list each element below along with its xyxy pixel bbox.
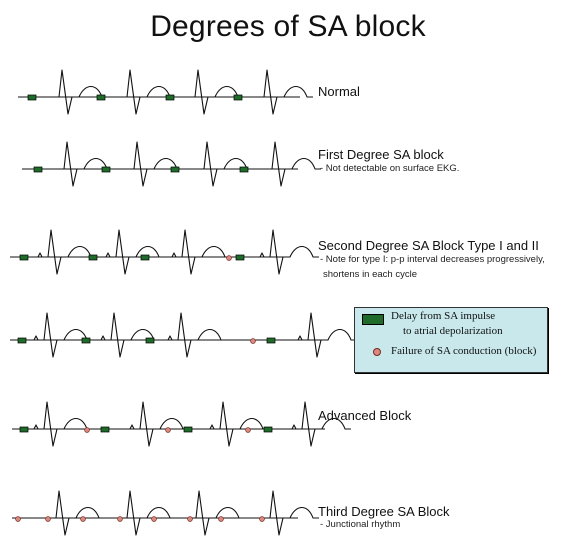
- delay-marker: [170, 166, 180, 173]
- label-advanced-block: Advanced Block: [318, 408, 412, 423]
- delay-marker: [27, 94, 37, 101]
- block-marker: [259, 516, 265, 522]
- delay-marker: [235, 254, 245, 261]
- block-marker: [226, 255, 232, 261]
- delay-marker: [100, 426, 110, 433]
- note-second-degree-2: shortens in each cycle: [323, 269, 417, 280]
- block-marker: [84, 427, 90, 433]
- delay-marker: [81, 337, 91, 344]
- delay-marker: [88, 254, 98, 261]
- label-third-degree: Third Degree SA Block: [318, 504, 450, 519]
- second-degree-type-ii-trace: [10, 312, 357, 358]
- note-first-degree: - Not detectable on surface EKG.: [320, 163, 460, 174]
- note-third-degree: - Junctional rhythm: [320, 519, 401, 530]
- normal-trace: [18, 69, 313, 115]
- block-marker: [151, 516, 157, 522]
- delay-marker-swatch: [362, 314, 384, 325]
- legend-delay-line1: Delay from SA impulse: [391, 310, 496, 322]
- delay-marker: [165, 94, 175, 101]
- delay-marker: [263, 426, 273, 433]
- delay-marker: [17, 337, 27, 344]
- delay-marker: [19, 426, 29, 433]
- block-marker: [80, 516, 86, 522]
- delay-marker: [239, 166, 249, 173]
- third-degree-trace: [12, 490, 319, 536]
- block-marker: [245, 427, 251, 433]
- label-second-degree: Second Degree SA Block Type I and II: [318, 238, 539, 253]
- delay-marker: [19, 254, 29, 261]
- delay-marker: [101, 166, 111, 173]
- delay-marker: [145, 337, 155, 344]
- label-first-degree: First Degree SA block: [318, 147, 444, 162]
- delay-marker: [183, 426, 193, 433]
- block-marker: [187, 516, 193, 522]
- block-marker: [45, 516, 51, 522]
- legend-failure: Failure of SA conduction (block): [391, 345, 537, 357]
- block-marker: [117, 516, 123, 522]
- block-marker: [165, 427, 171, 433]
- block-marker: [250, 338, 256, 344]
- delay-marker: [33, 166, 43, 173]
- first-degree-trace: [22, 141, 321, 187]
- block-marker: [15, 516, 21, 522]
- label-normal: Normal: [318, 84, 360, 99]
- delay-marker: [140, 254, 150, 261]
- page-title: Degrees of SA block: [150, 10, 426, 43]
- delay-marker: [96, 94, 106, 101]
- legend-box: Delay from SA impulse to atrial depolari…: [354, 307, 548, 373]
- note-second-degree-1: - Note for type I: p-p interval decrease…: [320, 254, 545, 265]
- delay-marker: [233, 94, 243, 101]
- delay-marker: [266, 337, 276, 344]
- block-marker-swatch: [373, 348, 381, 356]
- block-marker: [218, 516, 224, 522]
- advanced-block-trace: [12, 401, 351, 447]
- legend-delay-line2: to atrial depolarization: [403, 325, 503, 337]
- second-degree-trace: [10, 229, 319, 275]
